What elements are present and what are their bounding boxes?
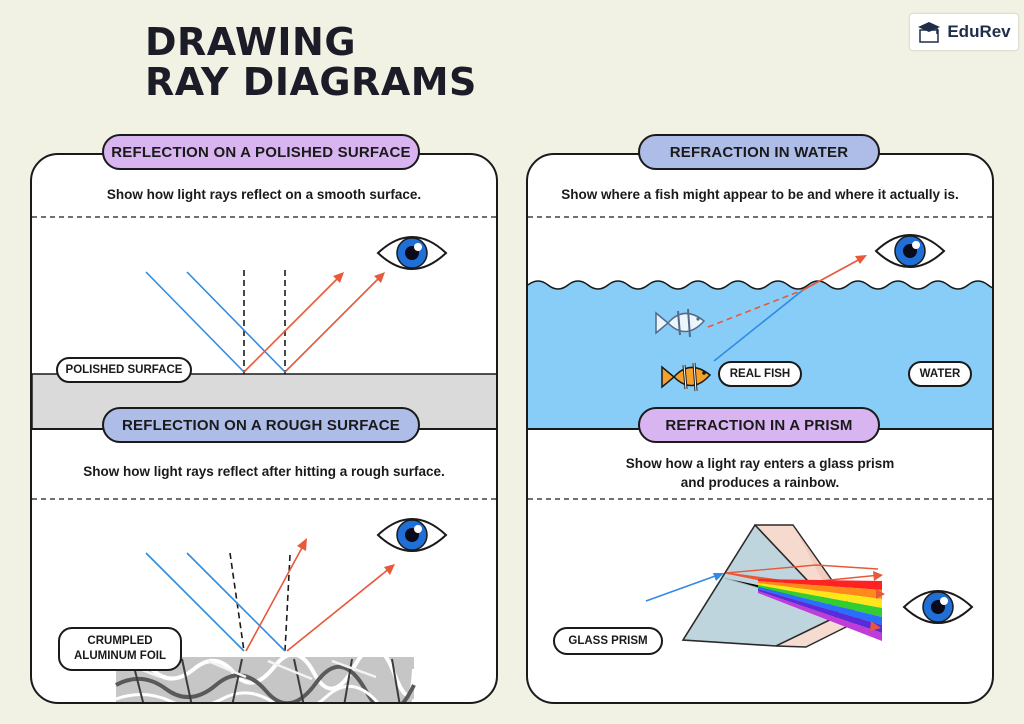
eye-icon [902,590,974,624]
apparent-fish-icon [655,308,706,338]
reflected-ray [245,543,305,652]
incident-ray [186,271,286,373]
eye-icon [376,236,448,270]
section-title-water: REFRACTION IN WATER [638,134,880,170]
prism-description-line-1: Show how a light ray enters a glass pris… [625,456,895,471]
water-surface [528,280,992,290]
ray-to-eye [802,257,863,291]
real-fish-icon [661,362,712,392]
polished-surface-label: POLISHED SURFACE [56,357,192,383]
incident-ray [145,271,245,373]
section-title-rough: REFLECTION ON A ROUGH SURFACE [102,407,420,443]
rainbow-spectrum [758,579,882,641]
water-label: WATER [908,361,972,387]
incident-ray [145,552,245,652]
arrow-head [873,571,883,581]
foil-label: CRUMPLED ALUMINUM FOIL [58,627,182,671]
reflected-ray [286,567,391,652]
water-body [528,281,992,429]
reflected-ray [243,275,341,373]
refraction-diagram [528,216,992,648]
title-line-1: DRAWING [145,20,357,64]
incident-ray [186,552,286,652]
brand-logo: EduRev [910,14,1018,50]
arrow-head [713,573,724,581]
prism-description-line-2: and produces a rainbow. [680,475,840,490]
title-line-2: RAY DIAGRAMS [145,60,477,104]
normal-line [229,552,245,652]
normal-line [284,554,291,652]
brand-name: EduRev [947,22,1011,41]
foil-label-line-1: CRUMPLED [87,635,153,647]
glass-prism-label: GLASS PRISM [553,627,663,655]
eye-icon [874,234,946,268]
apparent-ray [707,289,804,328]
incident-ray [645,574,719,602]
prism-description: Show how a light ray enters a glass pris… [528,454,992,492]
refracted-ray-in-water [713,289,804,362]
arrow-head [855,255,867,264]
section-title-polished: REFLECTION ON A POLISHED SURFACE [102,134,420,170]
refraction-panel [526,153,994,704]
arrow-head [870,621,881,631]
reflected-ray [284,275,382,373]
dispersion-ray [725,564,879,574]
arrow-head [384,564,395,575]
water-description: Show where a fish might appear to be and… [561,187,959,202]
section-title-prism: REFRACTION IN A PRISM [638,407,880,443]
page-title: DRAWING RAY DIAGRAMS [145,22,477,102]
polished-description: Show how light rays reflect on a smooth … [106,187,422,202]
foil-label-line-2: ALUMINUM FOIL [74,650,166,662]
arrow-head [297,538,307,551]
eye-icon [376,518,448,552]
arrow-head [333,272,344,283]
real-fish-label: REAL FISH [718,361,802,387]
arrow-head [374,272,385,283]
arrow-head [876,589,885,599]
rough-description: Show how light rays reflect after hittin… [83,464,445,479]
graduation-cap-icon [918,22,941,43]
